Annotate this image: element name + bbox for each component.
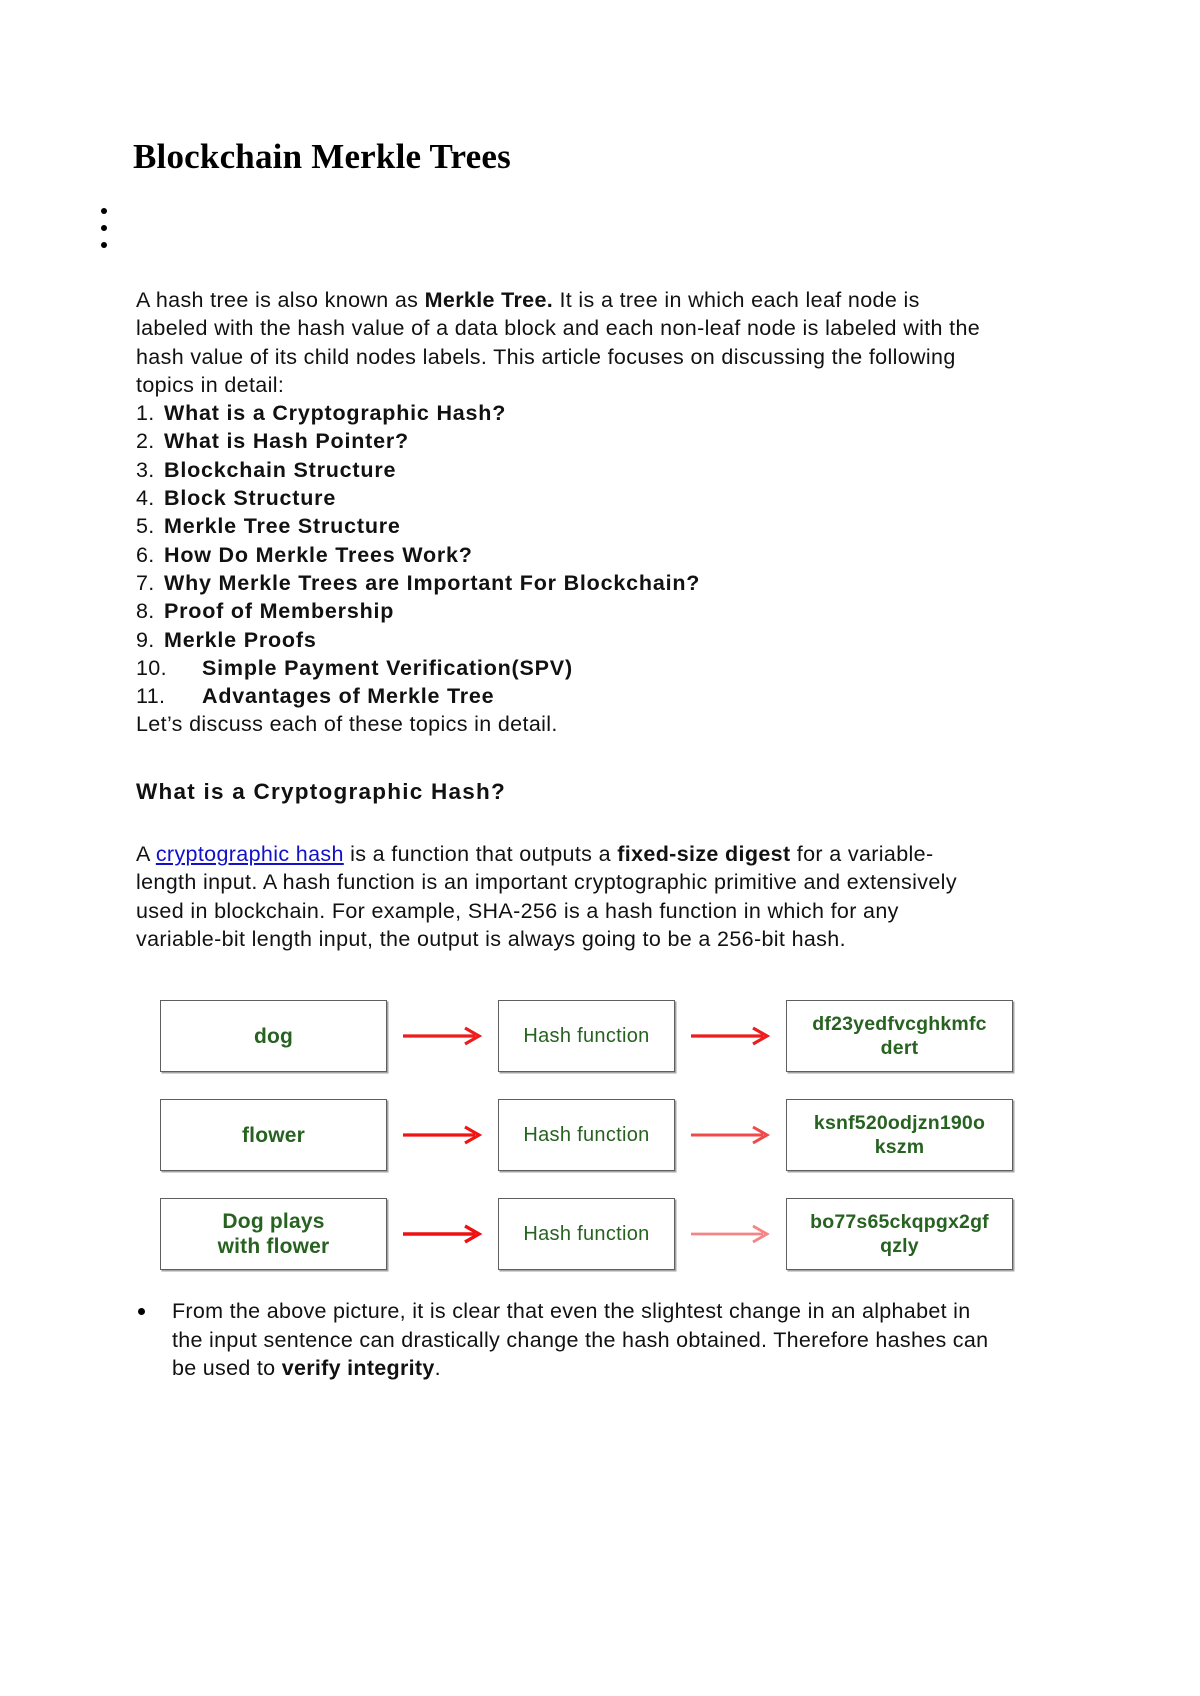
closing-text-bold-verify-integrity: verify integrity: [281, 1356, 435, 1380]
topic-item-2: 2. What is Hash Pointer?: [136, 427, 986, 455]
paragraph-bold-fixed-size-digest: fixed-size digest: [617, 842, 791, 866]
topic-item-1: 1. What is a Cryptographic Hash?: [136, 399, 986, 427]
diagram-function-label: Hash function: [523, 1024, 650, 1047]
intro-paragraph: A hash tree is also known as Merkle Tree…: [136, 286, 986, 399]
diagram-function-label: Hash function: [523, 1123, 650, 1146]
topic-item-3: 3. Blockchain Structure: [136, 456, 986, 484]
topic-item-5: 5. Merkle Tree Structure: [136, 512, 986, 540]
empty-bullet-item: [101, 220, 401, 237]
topic-item-8: 8. Proof of Membership: [136, 597, 986, 625]
closing-bullet-list: From the above picture, it is clear that…: [136, 1297, 996, 1383]
topic-label: Merkle Tree Structure: [164, 514, 401, 539]
topic-item-9: 9. Merkle Proofs: [136, 626, 986, 654]
topic-label: Merkle Proofs: [164, 627, 317, 652]
cryptographic-hash-paragraph: A cryptographic hash is a function that …: [136, 840, 966, 953]
topic-label: Blockchain Structure: [164, 457, 397, 482]
diagram-input-box: flower: [160, 1099, 387, 1171]
intro-text-a: A hash tree is also known as: [136, 288, 425, 312]
topic-label: What is a Cryptographic Hash?: [164, 401, 507, 426]
diagram-input-label: flower: [241, 1123, 306, 1147]
topic-number: 5.: [136, 514, 155, 539]
topic-item-6: 6. How Do Merkle Trees Work?: [136, 541, 986, 569]
empty-bullet-item: [101, 203, 401, 220]
topic-number: 8.: [136, 599, 155, 624]
closing-text-part1: From the above picture, it is clear that…: [172, 1299, 989, 1380]
paragraph-mid-text-1: is a function that outputs a: [343, 842, 618, 866]
diagram-input-box: dog: [160, 1000, 387, 1072]
diagram-input-line-1: Dog plays: [222, 1210, 325, 1233]
cryptographic-hash-link[interactable]: cryptographic hash: [155, 842, 344, 866]
diagram-output-line-2: qzly: [880, 1235, 919, 1257]
topic-number: 2.: [136, 429, 155, 454]
topic-label: Simple Payment Verification(SPV): [202, 655, 573, 680]
paragraph-lead-text: A: [136, 842, 156, 866]
page-title: Blockchain Merkle Trees: [133, 137, 511, 176]
topic-label: What is Hash Pointer?: [164, 429, 409, 454]
topic-number: 3.: [136, 457, 155, 482]
diagram-output-line-2: dert: [880, 1037, 919, 1059]
intro-bold-merkle-tree: Merkle Tree.: [424, 288, 554, 312]
diagram-function-box: Hash function: [498, 1198, 675, 1270]
topic-item-4: 4. Block Structure: [136, 484, 986, 512]
diagram-function-box: Hash function: [498, 1000, 675, 1072]
topic-label: Why Merkle Trees are Important For Block…: [164, 570, 701, 595]
topics-closing-line: Let’s discuss each of these topics in de…: [136, 712, 558, 737]
topic-number: 1.: [136, 401, 155, 426]
diagram-function-box: Hash function: [498, 1099, 675, 1171]
topic-label: Advantages of Merkle Tree: [202, 684, 495, 709]
topic-number: 6.: [136, 542, 155, 567]
empty-bullet-item: [101, 237, 401, 254]
closing-text-part2: .: [434, 1356, 441, 1380]
intro-text-b: It is a tree in which each leaf node is …: [136, 288, 981, 397]
topic-label: Proof of Membership: [164, 599, 395, 624]
diagram-output-line-1: df23yedfvcghkmfc: [812, 1013, 987, 1035]
diagram-input-line-2: with flower: [217, 1235, 330, 1258]
diagram-output-line-2: kszm: [874, 1136, 925, 1158]
paragraph-mid-text-2: for a variable-length input. A hash func…: [136, 842, 957, 951]
arrow-right-icon: [387, 1024, 498, 1048]
topic-item-10: 10. Simple Payment Verification(SPV): [136, 654, 986, 682]
diagram-output-line-1: bo77s65ckqpgx2gf: [810, 1211, 989, 1233]
topic-number: 4.: [136, 486, 155, 511]
topic-label: How Do Merkle Trees Work?: [164, 542, 473, 567]
section-heading-cryptographic-hash: What is a Cryptographic Hash?: [136, 779, 507, 804]
closing-bullet-item: From the above picture, it is clear that…: [136, 1297, 996, 1383]
arrow-right-icon: [675, 1222, 786, 1246]
empty-bullet-list: [101, 203, 401, 254]
topic-item-7: 7. Why Merkle Trees are Important For Blo…: [136, 569, 986, 597]
diagram-function-label: Hash function: [523, 1222, 650, 1245]
topic-number: 7.: [136, 570, 155, 595]
topic-number: 10.: [136, 655, 167, 680]
topic-number: 11.: [136, 684, 166, 709]
diagram-output-line-1: ksnf520odjzn190o: [813, 1112, 986, 1134]
topic-label: Block Structure: [164, 486, 337, 511]
arrow-right-icon: [387, 1123, 498, 1147]
diagram-input-label: dog: [253, 1024, 294, 1048]
topic-number: 9.: [136, 627, 155, 652]
arrow-right-icon: [675, 1123, 786, 1147]
arrow-right-icon: [387, 1222, 498, 1246]
arrow-right-icon: [675, 1024, 786, 1048]
topic-item-11: 11. Advantages of Merkle Tree: [136, 682, 986, 710]
intro-and-topics: A hash tree is also known as Merkle Tree…: [136, 286, 986, 739]
